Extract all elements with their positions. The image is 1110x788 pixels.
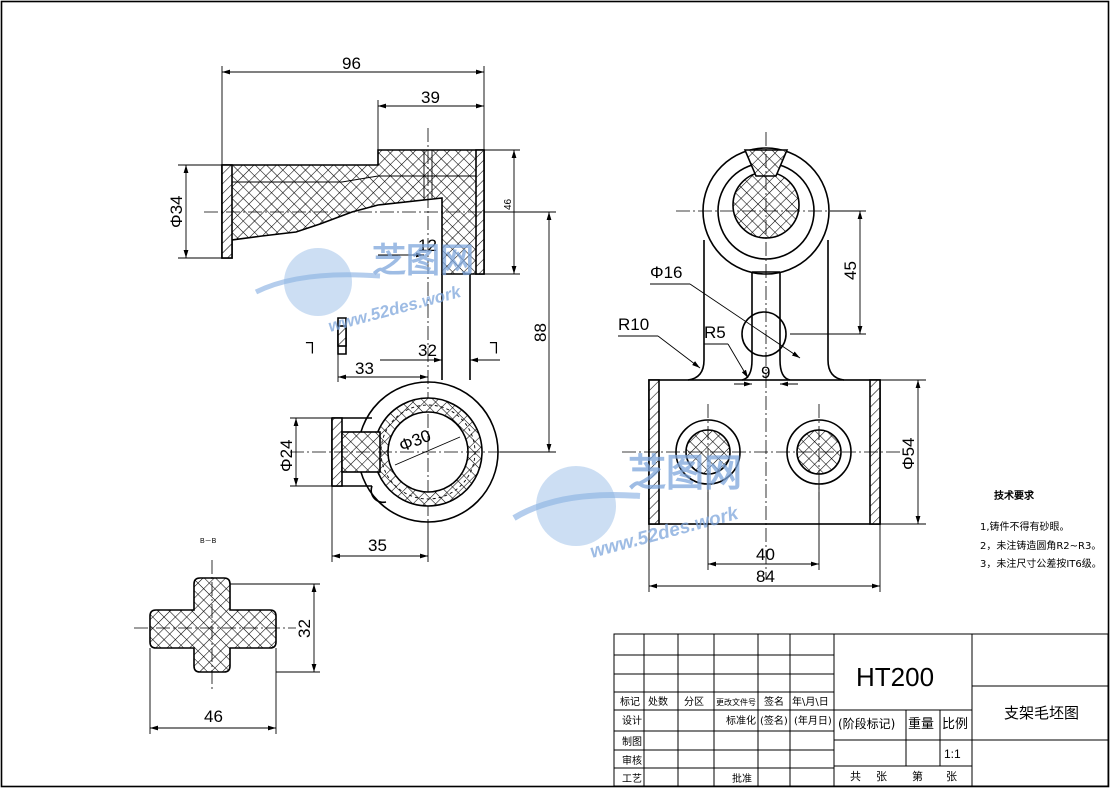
drawing-title: 支架毛坯图 (1004, 704, 1079, 722)
tb-row-date: (年月日) (794, 714, 832, 727)
dim-body-diameter: Φ54 (899, 438, 918, 470)
side-view: Φ16 R10 R5 9 45 40 84 Φ54 (618, 132, 926, 592)
dim-upper-hole: Φ16 (650, 263, 682, 282)
dim-body-width: 84 (756, 567, 775, 586)
material-label: HT200 (856, 662, 934, 692)
sheets-num-prefix: 第 (912, 769, 923, 783)
section-mark-left: ┐ (305, 332, 319, 354)
dim-bore-offset: 12 (418, 236, 437, 255)
dim-hub-length: 39 (421, 88, 440, 107)
dim-hole-spacing: 40 (756, 545, 775, 564)
tb-header-zone: 分区 (684, 696, 704, 708)
tb-row-design: 设计 (622, 714, 642, 727)
tech-item-3: 3，未注尺寸公差按IT6级。 (980, 557, 1102, 570)
dim-boss-offset: 33 (355, 359, 374, 378)
tb-row-standard: 标准化 (726, 714, 756, 727)
tb-header-date: 年\月\日 (792, 695, 829, 708)
section-view: B－B 32 46 (134, 538, 320, 734)
dim-overall-length: 96 (342, 54, 361, 73)
sheets-total-suffix: 张 (876, 770, 887, 783)
tech-item-2: 2，未注铸造圆角R2~R3。 (980, 539, 1101, 552)
stage-mark-label: (阶段标记) (838, 716, 895, 731)
tb-header-mark: 标记 (620, 696, 640, 708)
dim-section-height: 32 (295, 619, 314, 638)
tb-header-doc: 更改文件号 (716, 697, 756, 707)
dim-rib: 9 (761, 363, 770, 382)
dim-fillet-large: R10 (618, 315, 649, 334)
front-view: 96 39 Φ34 46 12 32 33 88 Φ30 Φ24 35 (167, 54, 556, 562)
dim-fillet-small: R5 (704, 323, 726, 342)
sheets-num-suffix: 张 (946, 770, 957, 783)
watermark-logo-text-2: 芝图网 (628, 451, 742, 495)
dim-lower-width: 35 (368, 536, 387, 555)
dim-height: 45 (841, 261, 860, 280)
section-label: B－B (200, 538, 217, 545)
tech-heading: 技术要求 (994, 489, 1035, 502)
tb-header-count: 处数 (648, 695, 668, 708)
tb-row-process: 工艺 (622, 773, 642, 785)
scale-label: 比例 (942, 717, 968, 732)
dim-lower-boss: Φ24 (277, 440, 296, 472)
dim-section-width: 46 (204, 707, 223, 726)
sheets-total-prefix: 共 (850, 770, 861, 783)
dim-left-diameter: Φ34 (167, 196, 186, 228)
section-mark-right: ┐ (489, 332, 503, 354)
scale-value: 1:1 (944, 747, 961, 761)
tb-row-signature: (签名) (760, 714, 788, 727)
dim-center-distance: 88 (531, 323, 550, 342)
tb-row-draw: 制图 (622, 735, 642, 748)
tech-requirements: 技术要求 1,铸件不得有砂眼。 2，未注铸造圆角R2~R3。 3，未注尺寸公差按… (980, 489, 1102, 570)
tech-item-1: 1,铸件不得有砂眼。 (980, 520, 1070, 533)
dim-rib-width: 32 (418, 341, 437, 360)
watermark-logo-text: 芝图网 (372, 241, 474, 281)
tb-row-approve: 批准 (732, 772, 752, 785)
dim-small-height: 46 (503, 198, 514, 210)
weight-label: 重量 (908, 716, 934, 732)
title-block: 标记 处数 分区 更改文件号 签名 年\月\日 设计 标准化 (签名) (年月日… (613, 633, 1109, 787)
tb-row-check: 审核 (622, 754, 642, 767)
tb-header-sign: 签名 (764, 695, 784, 708)
